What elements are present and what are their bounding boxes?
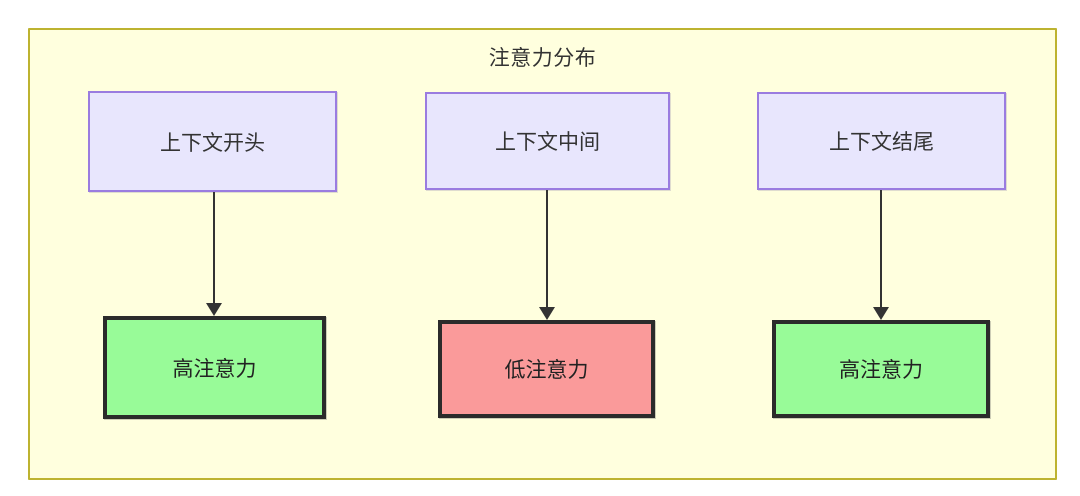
node-high-attention-start[interactable]: 高注意力 bbox=[103, 316, 326, 419]
subgraph-title: 注意力分布 bbox=[488, 47, 597, 70]
node-low-attention-middle[interactable]: 低注意力 bbox=[438, 320, 655, 418]
node-high-attention-end[interactable]: 高注意力 bbox=[772, 320, 990, 418]
node-high-attention-end-label: 高注意力 bbox=[839, 359, 923, 382]
node-context-middle-label: 上下文中间 bbox=[495, 131, 600, 154]
node-context-end[interactable]: 上下文结尾 bbox=[757, 92, 1006, 190]
node-context-start[interactable]: 上下文开头 bbox=[88, 91, 337, 192]
node-context-start-label: 上下文开头 bbox=[160, 131, 265, 155]
node-low-attention-middle-label: 低注意力 bbox=[504, 359, 589, 382]
node-high-attention-start-label: 高注意力 bbox=[172, 357, 257, 381]
node-context-middle[interactable]: 上下文中间 bbox=[425, 92, 670, 190]
node-context-end-label: 上下文结尾 bbox=[829, 131, 934, 154]
